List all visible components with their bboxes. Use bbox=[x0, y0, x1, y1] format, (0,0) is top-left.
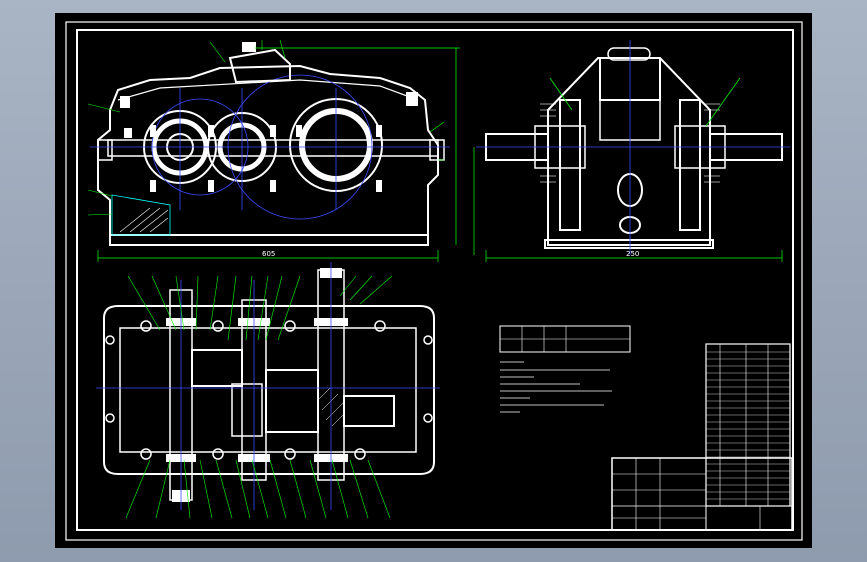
front-width-dim: 605 bbox=[262, 250, 275, 258]
flange-bolts bbox=[124, 125, 382, 192]
spec-table bbox=[499, 325, 631, 353]
plan-view bbox=[96, 262, 440, 519]
side-base bbox=[544, 239, 714, 249]
vent-plug bbox=[242, 42, 256, 52]
front-dimensions bbox=[97, 47, 460, 262]
plan-gear-hatching bbox=[317, 387, 345, 427]
plan-housing-inner bbox=[119, 327, 417, 453]
plan-leaders bbox=[125, 275, 393, 519]
title-block bbox=[611, 457, 793, 531]
side-cover bbox=[607, 47, 651, 61]
output-shaft-end bbox=[429, 139, 445, 161]
side-gear-teeth bbox=[540, 103, 720, 183]
input-shaft-end bbox=[97, 139, 113, 161]
technical-requirements bbox=[500, 361, 612, 413]
plan-housing-outline bbox=[103, 305, 435, 475]
outer-frame bbox=[65, 21, 803, 541]
side-dimensions bbox=[473, 77, 783, 262]
inspection-cover bbox=[228, 48, 291, 84]
side-rib-right bbox=[679, 99, 701, 231]
plan-bolts bbox=[105, 320, 433, 460]
parts-list-rows bbox=[706, 351, 790, 500]
front-base bbox=[109, 234, 429, 246]
side-width-dim: 250 bbox=[626, 250, 639, 258]
gear-pair-3 bbox=[343, 395, 395, 427]
front-leaders bbox=[87, 39, 445, 216]
front-housing-inner bbox=[117, 79, 419, 101]
split-flange bbox=[107, 139, 439, 157]
gear-pair-1 bbox=[191, 349, 243, 387]
side-rib-left bbox=[559, 99, 581, 231]
lifting-lug-right bbox=[406, 92, 418, 106]
lifting-lug-left bbox=[120, 96, 130, 108]
oil-sump bbox=[111, 194, 171, 236]
gear-pair-2 bbox=[265, 369, 319, 433]
inner-frame bbox=[76, 29, 794, 531]
oil-hatch bbox=[119, 207, 169, 233]
front-view: 605 bbox=[87, 39, 460, 262]
side-view: 250 bbox=[473, 40, 790, 262]
